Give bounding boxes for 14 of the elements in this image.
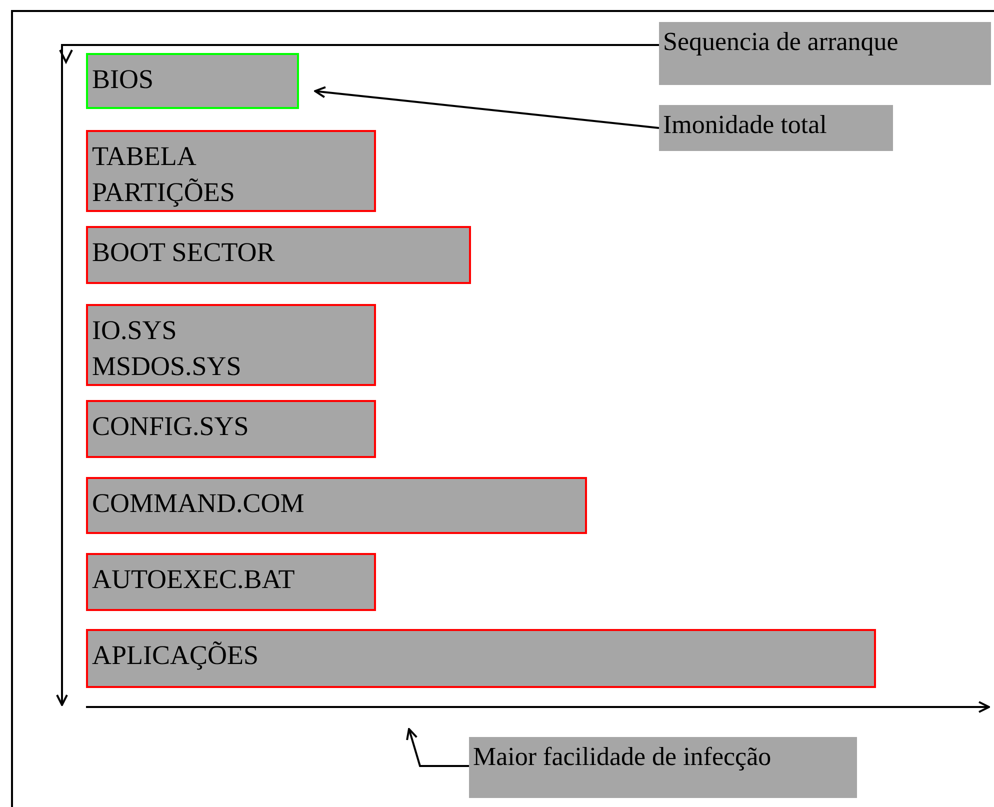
stage-box: IO.SYS MSDOS.SYS	[86, 304, 376, 386]
stage-box: AUTOEXEC.BAT	[86, 553, 376, 611]
arrow	[314, 86, 660, 129]
stage-box: BIOS	[86, 53, 299, 109]
stage-box: APLICAÇÕES	[86, 629, 876, 688]
stage-box: BOOT SECTOR	[86, 226, 471, 284]
leader-arrow	[406, 728, 469, 767]
note-label: Imonidade total	[659, 105, 893, 151]
stage-box: TABELA PARTIÇÕES	[86, 130, 376, 212]
stage-box: COMMAND.COM	[86, 477, 587, 534]
leader-arrow	[56, 44, 659, 706]
stage-box: CONFIG.SYS	[86, 400, 376, 458]
note-label: Maior facilidade de infecção	[469, 737, 857, 798]
note-label: Sequencia de arranque	[659, 22, 991, 85]
